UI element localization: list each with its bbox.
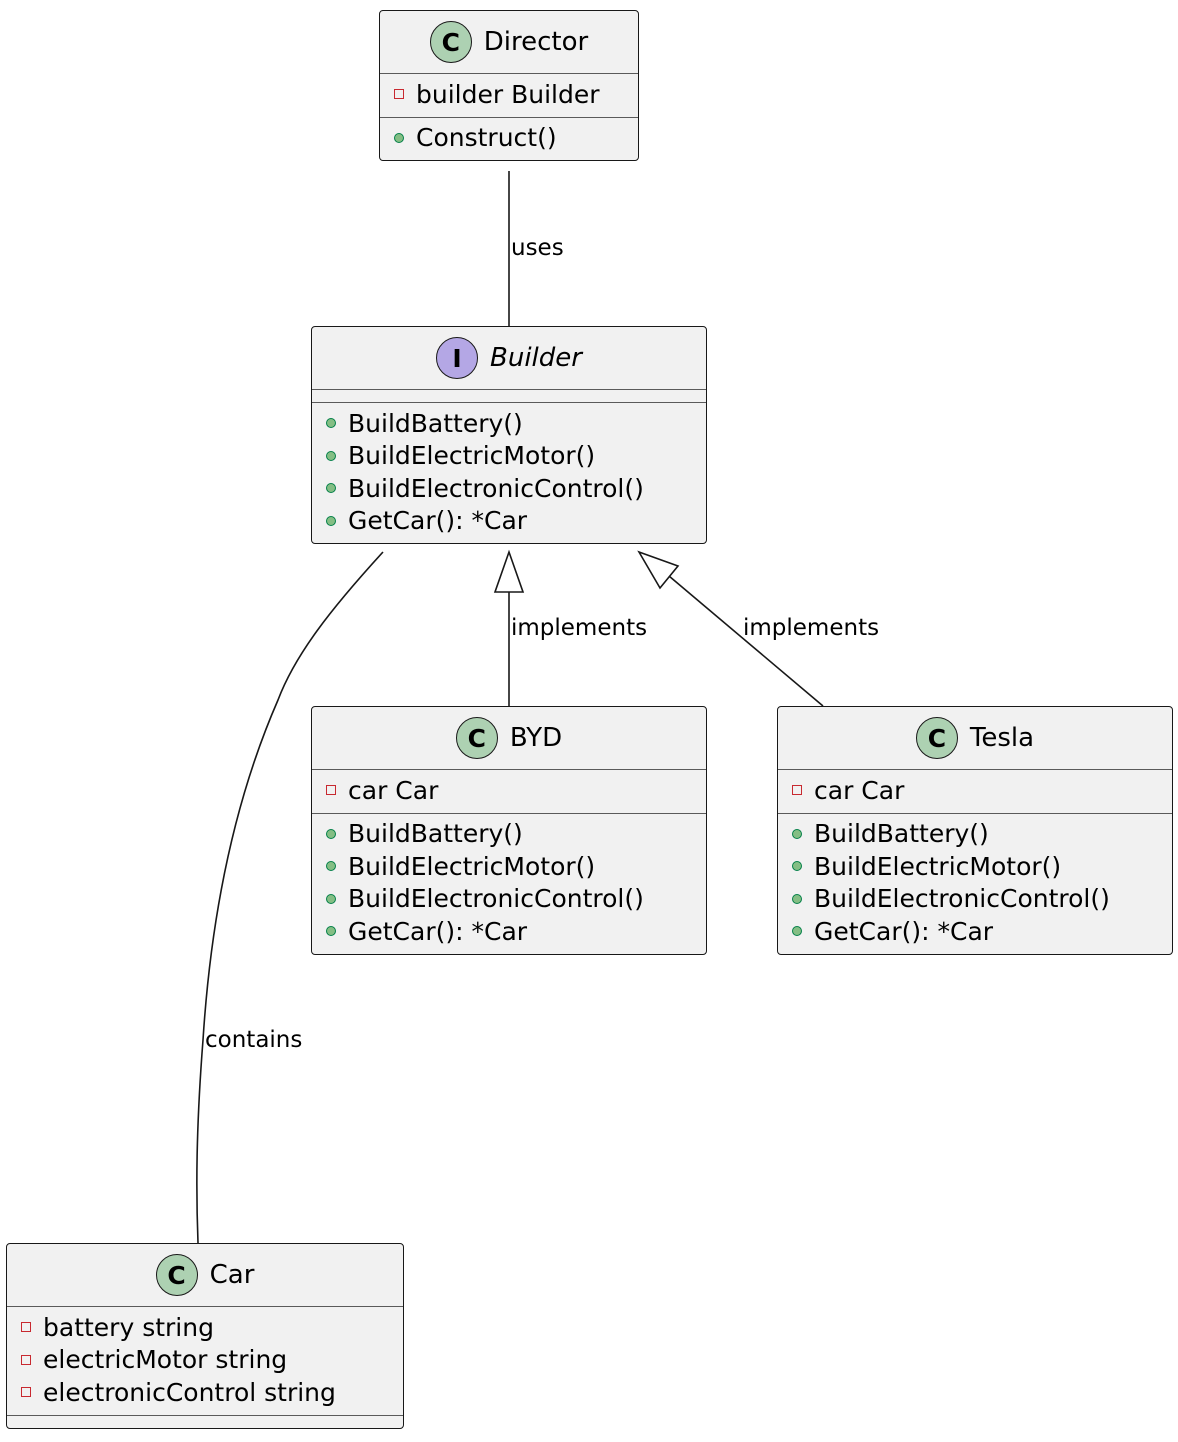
field-row: builder Builder bbox=[380, 78, 638, 111]
interface-builder-name: Builder bbox=[490, 343, 582, 373]
class-tesla-name: Tesla bbox=[969, 723, 1035, 753]
public-icon bbox=[326, 828, 336, 839]
method-row: BuildBattery() bbox=[312, 818, 706, 851]
class-byd-header: C BYD bbox=[312, 707, 706, 770]
method-row: BuildBattery() bbox=[312, 407, 706, 440]
method-text: GetCar(): *Car bbox=[348, 916, 528, 946]
arrowhead-byd-builder bbox=[493, 549, 525, 593]
class-car-header: C Car bbox=[7, 1244, 403, 1307]
private-icon bbox=[21, 1387, 31, 1398]
method-text: BuildBattery() bbox=[348, 408, 523, 438]
private-icon bbox=[21, 1322, 31, 1333]
method-text: BuildElectricMotor() bbox=[814, 851, 1062, 881]
label-implements-tesla: implements bbox=[743, 615, 880, 641]
method-row: GetCar(): *Car bbox=[312, 915, 706, 948]
edge-tesla-builder bbox=[668, 575, 824, 707]
class-tesla-fields: car Car bbox=[778, 770, 1172, 814]
method-text: BuildElectronicControl() bbox=[348, 473, 644, 503]
public-icon bbox=[326, 418, 336, 429]
field-text: car Car bbox=[348, 775, 439, 805]
field-text: battery string bbox=[43, 1312, 214, 1342]
method-row: BuildBattery() bbox=[778, 818, 1172, 851]
public-icon bbox=[394, 132, 404, 143]
method-text: BuildElectricMotor() bbox=[348, 851, 596, 881]
field-row: electricMotor string bbox=[7, 1344, 403, 1377]
interface-builder-header: I Builder bbox=[312, 327, 706, 390]
private-icon bbox=[792, 785, 802, 796]
interface-i-icon: I bbox=[436, 337, 479, 379]
field-text: electronicControl string bbox=[43, 1377, 336, 1407]
interface-builder-fields bbox=[312, 390, 706, 403]
method-text: BuildElectricMotor() bbox=[348, 441, 596, 471]
method-row: GetCar(): *Car bbox=[778, 915, 1172, 948]
class-car-fields: battery string electricMotor string elec… bbox=[7, 1307, 403, 1416]
public-icon bbox=[792, 828, 802, 839]
method-row: BuildElectricMotor() bbox=[778, 850, 1172, 883]
class-car-name: Car bbox=[209, 1260, 255, 1290]
class-car-methods bbox=[7, 1416, 403, 1428]
class-byd-fields: car Car bbox=[312, 770, 706, 814]
method-row: BuildElectricMotor() bbox=[312, 440, 706, 473]
method-text: BuildElectronicControl() bbox=[348, 884, 644, 914]
field-text: electricMotor string bbox=[43, 1345, 288, 1375]
public-icon bbox=[792, 861, 802, 872]
method-row: BuildElectronicControl() bbox=[312, 472, 706, 505]
method-row: BuildElectricMotor() bbox=[312, 850, 706, 883]
field-text: car Car bbox=[814, 775, 905, 805]
class-tesla[interactable]: C Tesla car Car BuildBattery() BuildElec… bbox=[777, 706, 1173, 955]
method-text: GetCar(): *Car bbox=[814, 916, 994, 946]
interface-builder-methods: BuildBattery() BuildElectricMotor() Buil… bbox=[312, 403, 706, 543]
class-director-header: C Director bbox=[380, 11, 638, 74]
interface-builder[interactable]: I Builder BuildBattery() BuildElectricMo… bbox=[311, 326, 707, 544]
public-icon bbox=[326, 450, 336, 461]
label-implements-byd: implements bbox=[511, 615, 648, 641]
public-icon bbox=[326, 926, 336, 937]
class-director-fields: builder Builder bbox=[380, 74, 638, 118]
method-text: GetCar(): *Car bbox=[348, 506, 528, 536]
method-text: BuildBattery() bbox=[348, 819, 523, 849]
method-row: BuildElectronicControl() bbox=[778, 883, 1172, 916]
class-byd-name: BYD bbox=[509, 723, 563, 753]
class-tesla-header: C Tesla bbox=[778, 707, 1172, 770]
field-row: battery string bbox=[7, 1311, 403, 1344]
class-c-icon: C bbox=[455, 717, 498, 759]
public-icon bbox=[792, 926, 802, 937]
field-row: car Car bbox=[778, 774, 1172, 807]
class-byd[interactable]: C BYD car Car BuildBattery() BuildElectr… bbox=[311, 706, 707, 955]
class-director-methods: Construct() bbox=[380, 118, 638, 161]
public-icon bbox=[326, 483, 336, 494]
public-icon bbox=[326, 893, 336, 904]
method-text: BuildBattery() bbox=[814, 819, 989, 849]
field-row: car Car bbox=[312, 774, 706, 807]
public-icon bbox=[326, 861, 336, 872]
class-byd-methods: BuildBattery() BuildElectricMotor() Buil… bbox=[312, 814, 706, 954]
class-c-icon: C bbox=[155, 1254, 198, 1296]
method-text: BuildElectronicControl() bbox=[814, 884, 1110, 914]
method-text: Construct() bbox=[416, 123, 557, 153]
private-icon bbox=[326, 785, 336, 796]
arrowhead-tesla-builder bbox=[637, 550, 680, 590]
method-row: GetCar(): *Car bbox=[312, 505, 706, 538]
class-director-name: Director bbox=[483, 27, 589, 57]
field-row: electronicControl string bbox=[7, 1376, 403, 1409]
class-tesla-methods: BuildBattery() BuildElectricMotor() Buil… bbox=[778, 814, 1172, 954]
public-icon bbox=[792, 893, 802, 904]
label-uses: uses bbox=[511, 235, 564, 261]
private-icon bbox=[21, 1354, 31, 1365]
class-c-icon: C bbox=[429, 21, 472, 63]
private-icon bbox=[394, 89, 404, 100]
class-c-icon: C bbox=[915, 717, 958, 759]
method-row: BuildElectronicControl() bbox=[312, 883, 706, 916]
class-director[interactable]: C Director builder Builder Construct() bbox=[379, 10, 639, 161]
class-car[interactable]: C Car battery string electricMotor strin… bbox=[6, 1243, 404, 1429]
method-row: Construct() bbox=[380, 122, 638, 155]
field-text: builder Builder bbox=[416, 79, 600, 109]
label-contains: contains bbox=[205, 1027, 303, 1053]
public-icon bbox=[326, 515, 336, 526]
edge-builder-car bbox=[196, 551, 384, 1244]
